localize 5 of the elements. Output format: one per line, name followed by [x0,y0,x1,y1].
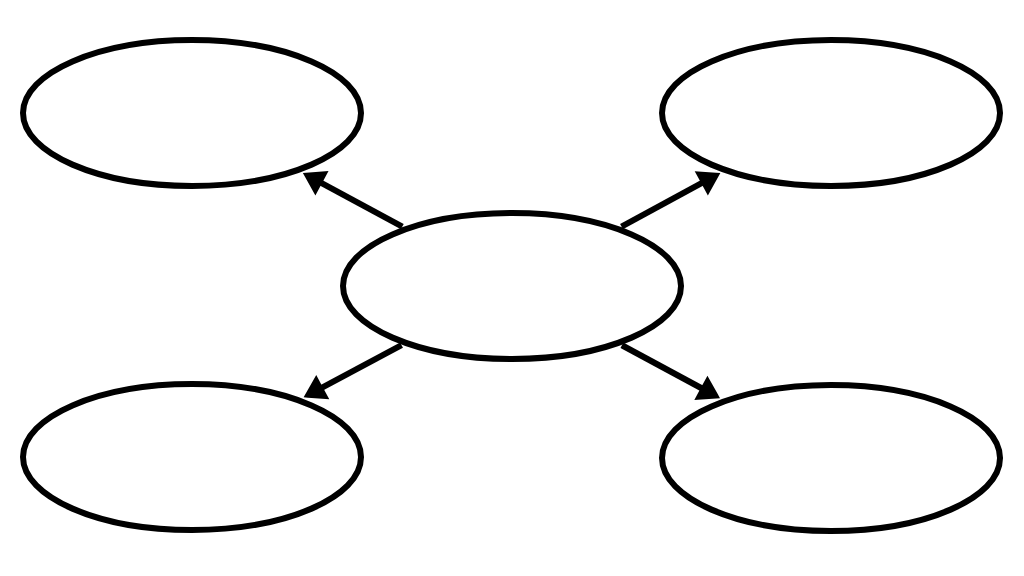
ellipse-shape [659,37,1003,189]
ellipse-shape [20,37,364,189]
ellipse-shape [659,382,1003,534]
ellipse-shape [340,210,684,362]
ellipse-shape [20,381,364,533]
